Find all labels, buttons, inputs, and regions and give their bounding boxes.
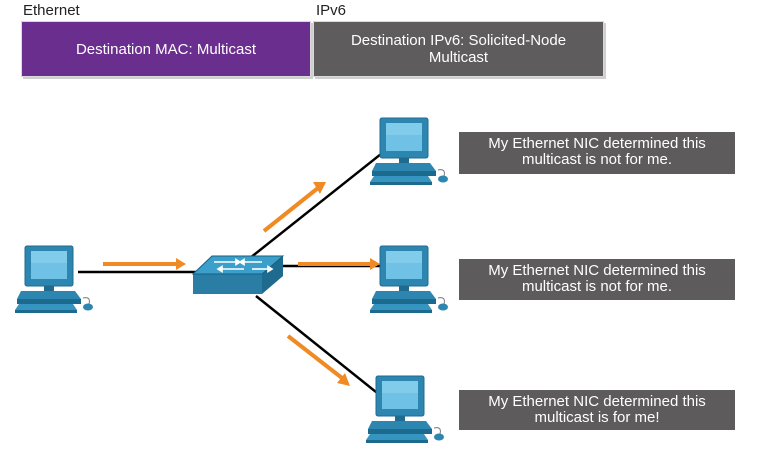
arrow-to-switch xyxy=(103,258,186,270)
arrow-to-host3 xyxy=(286,334,350,386)
link-switch-host3 xyxy=(255,295,387,401)
ipv6-destination-text: Destination IPv6: Solicited-Node Multica… xyxy=(350,32,567,66)
ipv6-destination-field: Destination IPv6: Solicited-Node Multica… xyxy=(313,21,604,77)
host1-message: My Ethernet NIC determined this multicas… xyxy=(459,132,735,174)
arrow-to-host1 xyxy=(262,182,326,233)
ethernet-destination-mac-field: Destination MAC: Multicast xyxy=(21,21,311,77)
link-switch-host1 xyxy=(249,149,387,259)
ethernet-header-label: Ethernet xyxy=(23,2,80,19)
ipv6-header-label: IPv6 xyxy=(316,2,347,19)
host1-pc-icon xyxy=(369,117,449,186)
host3-pc-icon xyxy=(365,375,445,444)
host3-message: My Ethernet NIC determined this multicas… xyxy=(459,390,735,430)
arrow-group xyxy=(103,182,380,386)
host2-message: My Ethernet NIC determined this multicas… xyxy=(459,259,735,300)
host2-pc-icon xyxy=(369,245,449,314)
ethernet-destination-mac-text: Destination MAC: Multicast xyxy=(75,40,257,58)
arrow-to-host2 xyxy=(298,258,380,270)
sender-pc-icon xyxy=(14,245,94,314)
switch-icon xyxy=(191,255,285,294)
